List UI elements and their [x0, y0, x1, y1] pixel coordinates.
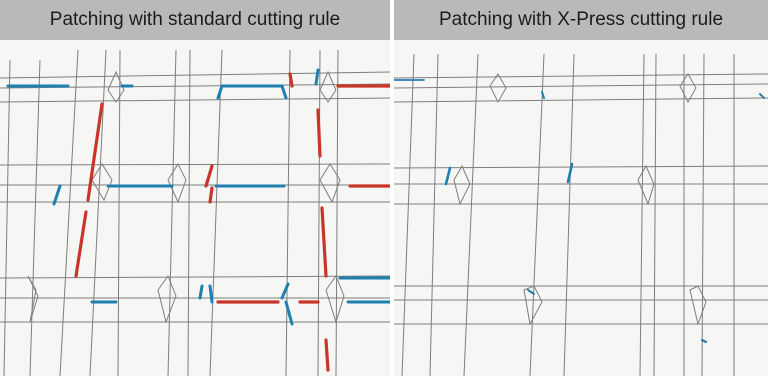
panel-divider	[390, 0, 394, 376]
xpress-patch-grid	[394, 53, 768, 376]
standard-cut-marks	[6, 68, 390, 372]
xpress-cut-marks	[394, 79, 765, 344]
standard-cutting-rule-photo	[0, 49, 390, 376]
xpress-cutting-rule-panel: Patching with X-Press cutting rule	[394, 0, 768, 376]
standard-cutting-rule-caption: Patching with standard cutting rule	[0, 0, 390, 40]
standard-patch-grid	[0, 49, 390, 376]
standard-cutting-rule-panel: Patching with standard cutting rule	[0, 0, 390, 376]
xpress-cutting-rule-caption: Patching with X-Press cutting rule	[394, 0, 768, 40]
xpress-cutting-rule-photo	[394, 53, 768, 376]
